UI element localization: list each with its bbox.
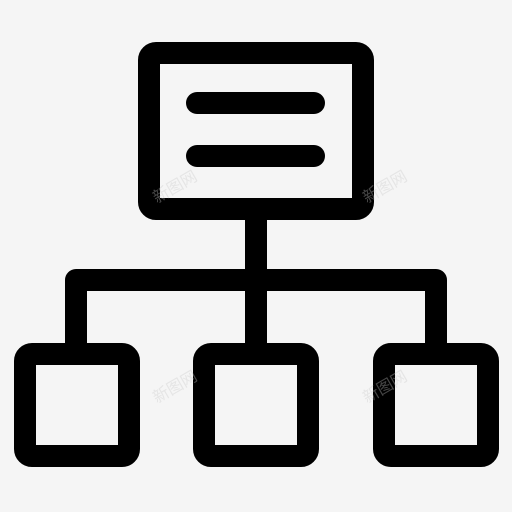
child-nodes: [14, 343, 499, 467]
child-node-center: [193, 343, 319, 467]
horizontal-branch-line: [65, 269, 447, 365]
child-node-left: [14, 343, 140, 467]
connector-lines: [65, 198, 447, 365]
watermark-text: 新图网: [149, 367, 200, 407]
child-node-right: [373, 343, 499, 467]
